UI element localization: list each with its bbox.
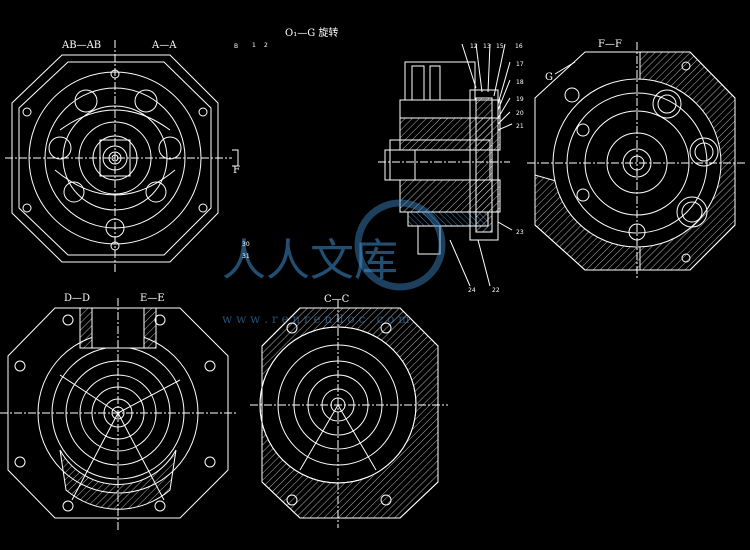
callout-16: 16 (515, 43, 523, 50)
callout-15: 15 (496, 43, 504, 50)
label-f-section: F (233, 165, 240, 176)
watermark: 人人文库 w w w . r e n r e n d o c . c o m (222, 199, 446, 326)
label-b-mark: B (234, 43, 238, 50)
callout-24: 24 (468, 287, 476, 294)
label-c-c: C—C (324, 294, 350, 305)
view-ab-ab (5, 40, 239, 272)
label-d-d: D—D (64, 293, 90, 304)
label-g-right: G (545, 72, 553, 83)
label-ab-ab: AB—AB (61, 40, 101, 51)
view-c-c (250, 300, 448, 528)
callout-30: 30 (242, 241, 250, 248)
callout-18: 18 (516, 79, 524, 86)
view-f-f (527, 42, 745, 280)
label-a-a: A—A (151, 40, 177, 51)
label-n1: 1 (252, 42, 256, 49)
callout-12: 12 (470, 43, 478, 50)
label-n2: 2 (264, 42, 268, 49)
view-d-d (0, 298, 238, 530)
callout-21: 21 (516, 123, 524, 130)
watermark-logo-text: 人人文库 (222, 235, 398, 286)
callout-20: 20 (516, 110, 524, 117)
drawing-title: O₁—G 旋转 (285, 26, 338, 39)
callout-19: 19 (516, 96, 524, 103)
callout-31: 31 (242, 253, 250, 260)
label-f-f: F—F (598, 39, 622, 50)
label-e-e: E—E (140, 293, 165, 304)
callout-23: 23 (516, 229, 524, 236)
view-side-section (378, 43, 513, 287)
callout-22: 22 (492, 287, 500, 294)
watermark-url: w w w . r e n r e n d o c . c o m (222, 312, 410, 326)
callout-13: 13 (483, 43, 491, 50)
callout-17: 17 (516, 61, 524, 68)
